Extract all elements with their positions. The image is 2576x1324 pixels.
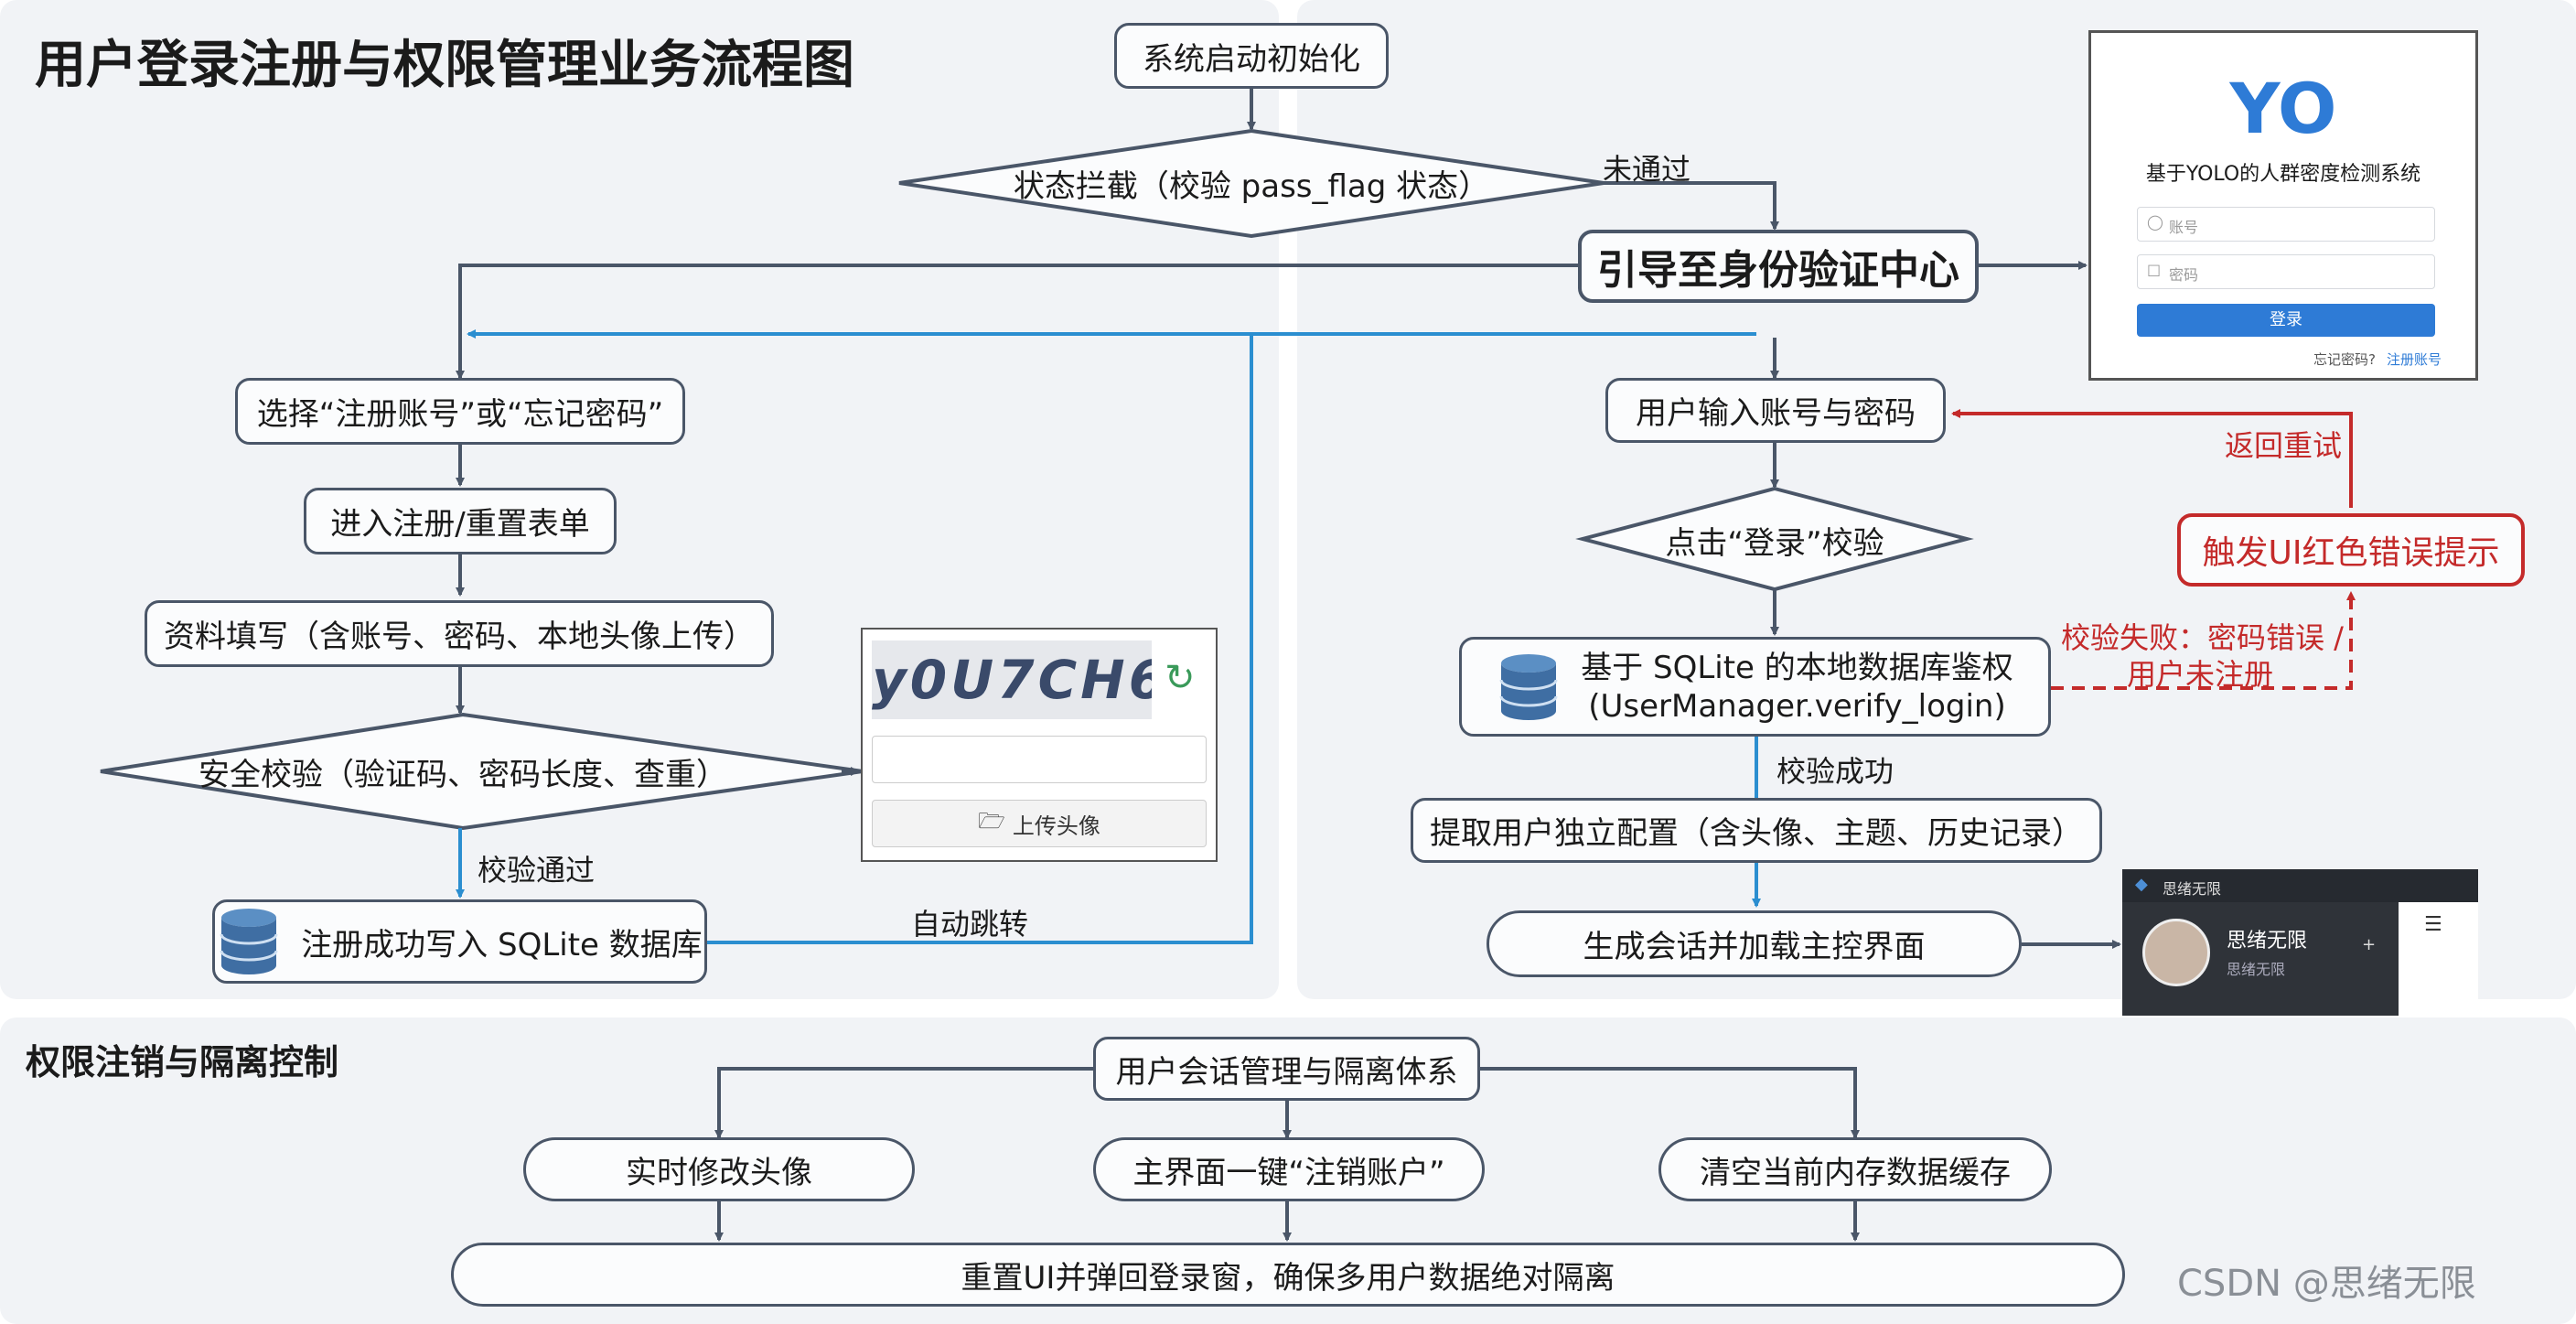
- init-node: 系统启动初始化: [1114, 23, 1389, 89]
- check-ok-label: 校验成功: [1776, 754, 1894, 789]
- password-placeholder: 密码: [2169, 266, 2199, 284]
- fail-line2: 用户未注册: [2127, 657, 2274, 692]
- auto-jump-label: 自动跳转: [911, 907, 1029, 942]
- section-title: 权限注销与隔离控制: [26, 1042, 339, 1082]
- username-placeholder: 账号: [2169, 219, 2199, 236]
- captcha-input[interactable]: [872, 736, 1207, 783]
- main-ui-window: ◆ 思绪无限 思绪无限 思绪无限 + ☰: [2122, 869, 2478, 1016]
- error-tip-node: 触发UI红色错误提示: [2177, 513, 2525, 587]
- captcha-image[interactable]: y0U7CH6: [872, 640, 1152, 719]
- reset-node: 重置UI并弹回登录窗，确保多用户数据绝对隔离: [451, 1243, 2125, 1307]
- avatar[interactable]: [2142, 919, 2210, 986]
- login-button[interactable]: 登录: [2137, 304, 2435, 337]
- enter-form-node: 进入注册/重置表单: [304, 488, 617, 554]
- database-icon: [220, 909, 278, 974]
- input-node: 用户输入账号与密码: [1605, 378, 1946, 443]
- avatar-node: 实时修改头像: [523, 1137, 915, 1201]
- app-titlebar: ◆ 思绪无限: [2122, 869, 2478, 902]
- not-passed-label: 未通过: [1603, 152, 1691, 187]
- login-window: YO 基于YOLO的人群密度检测系统 ◯ 账号 □ 密码 登录 忘记密码? 注册…: [2088, 30, 2478, 381]
- diamond-intercept: [898, 128, 1605, 239]
- user-icon: ◯: [2147, 213, 2163, 231]
- menu-icon[interactable]: ☰: [2424, 913, 2442, 936]
- yolo-logo: YO: [2229, 68, 2337, 149]
- auth-line1: 基于 SQLite 的本地数据库鉴权: [1581, 649, 2013, 686]
- refresh-icon[interactable]: ↻: [1165, 657, 1196, 699]
- status-text: 思绪无限: [2227, 961, 2286, 978]
- reg-success-text: 注册成功写入 SQLite 数据库: [301, 926, 703, 963]
- logout-node: 主界面一键“注销账户”: [1093, 1137, 1485, 1201]
- mgmt-node: 用户会话管理与隔离体系: [1093, 1037, 1480, 1101]
- fill-node: 资料填写（含账号、密码、本地头像上传）: [145, 600, 774, 667]
- auth-node: 基于 SQLite 的本地数据库鉴权 (UserManager.verify_l…: [1459, 637, 2051, 737]
- security-node: 安全校验（验证码、密码长度、查重）: [199, 756, 727, 793]
- reg-success-node: 注册成功写入 SQLite 数据库: [212, 899, 707, 984]
- auth-line2: (UserManager.verify_login): [1588, 687, 2006, 725]
- pass-check-label: 校验通过: [478, 853, 596, 888]
- app-name: 思绪无限: [2163, 880, 2222, 898]
- add-icon[interactable]: +: [2362, 935, 2377, 954]
- username-input[interactable]: ◯ 账号: [2137, 207, 2435, 242]
- extract-node: 提取用户独立配置（含头像、主题、历史记录）: [1411, 798, 2102, 863]
- main-title: 用户登录注册与权限管理业务流程图: [35, 36, 854, 95]
- app-logo-icon: ◆: [2135, 875, 2148, 894]
- forgot-link[interactable]: 忘记密码?: [2313, 351, 2376, 368]
- retry-label: 返回重试: [2225, 428, 2343, 463]
- select-node: 选择“注册账号”或“忘记密码”: [235, 378, 685, 445]
- intercept-node: 状态拦截（校验 pass_flag 状态）: [1013, 167, 1490, 205]
- side-panel: ☰: [2399, 902, 2478, 1016]
- diamond-security: [100, 712, 864, 831]
- upload-avatar-button[interactable]: 🗁 上传头像: [872, 800, 1207, 847]
- register-link[interactable]: 注册账号: [2387, 351, 2442, 368]
- username-display: 思绪无限: [2227, 930, 2308, 953]
- fail-line1: 校验失败：密码错误 /: [2061, 620, 2344, 655]
- folder-icon: 🗁: [978, 807, 1005, 834]
- watermark: CSDN @思绪无限: [2177, 1263, 2476, 1305]
- guide-node: 引导至身份验证中心: [1578, 230, 1979, 303]
- click-login-node: 点击“登录”校验: [1665, 524, 1884, 562]
- register-widget: y0U7CH6 ↻ 🗁 上传头像: [861, 628, 1218, 862]
- password-input[interactable]: □ 密码: [2137, 254, 2435, 289]
- clear-node: 清空当前内存数据缓存: [1658, 1137, 2052, 1201]
- lock-icon: □: [2147, 261, 2162, 278]
- upload-label: 上传头像: [1012, 813, 1100, 839]
- system-name: 基于YOLO的人群密度检测系统: [2145, 163, 2421, 186]
- database-icon: [1499, 653, 1558, 720]
- session-node: 生成会话并加载主控界面: [1487, 910, 2022, 977]
